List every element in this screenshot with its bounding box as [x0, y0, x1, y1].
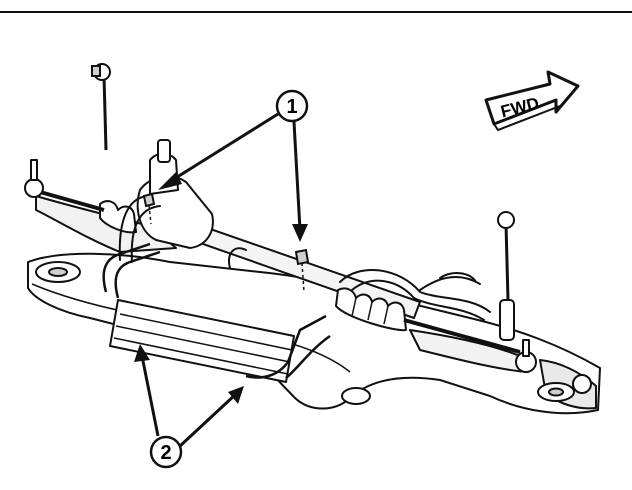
- bolt-right: [294, 248, 310, 293]
- callout-1-label: 1: [286, 96, 297, 118]
- steering-hoses: [118, 195, 491, 321]
- power-steering-cooler: [102, 242, 331, 383]
- header-rule: [0, 11, 632, 13]
- front-crossmember: [27, 195, 601, 415]
- callout-2-label: 2: [160, 442, 171, 464]
- cooler-mounting-bolts: [142, 192, 310, 293]
- callout-1-circle: [275, 89, 309, 123]
- callout-2: 2: [134, 344, 244, 469]
- fwd-arrow-shape: [484, 70, 580, 126]
- callout-1: 1: [158, 89, 309, 242]
- bolt-left: [142, 192, 156, 225]
- callout-2-circle: [149, 435, 183, 469]
- fwd-arrow: FWD: [484, 70, 580, 132]
- stabilizer-links: [91, 63, 515, 341]
